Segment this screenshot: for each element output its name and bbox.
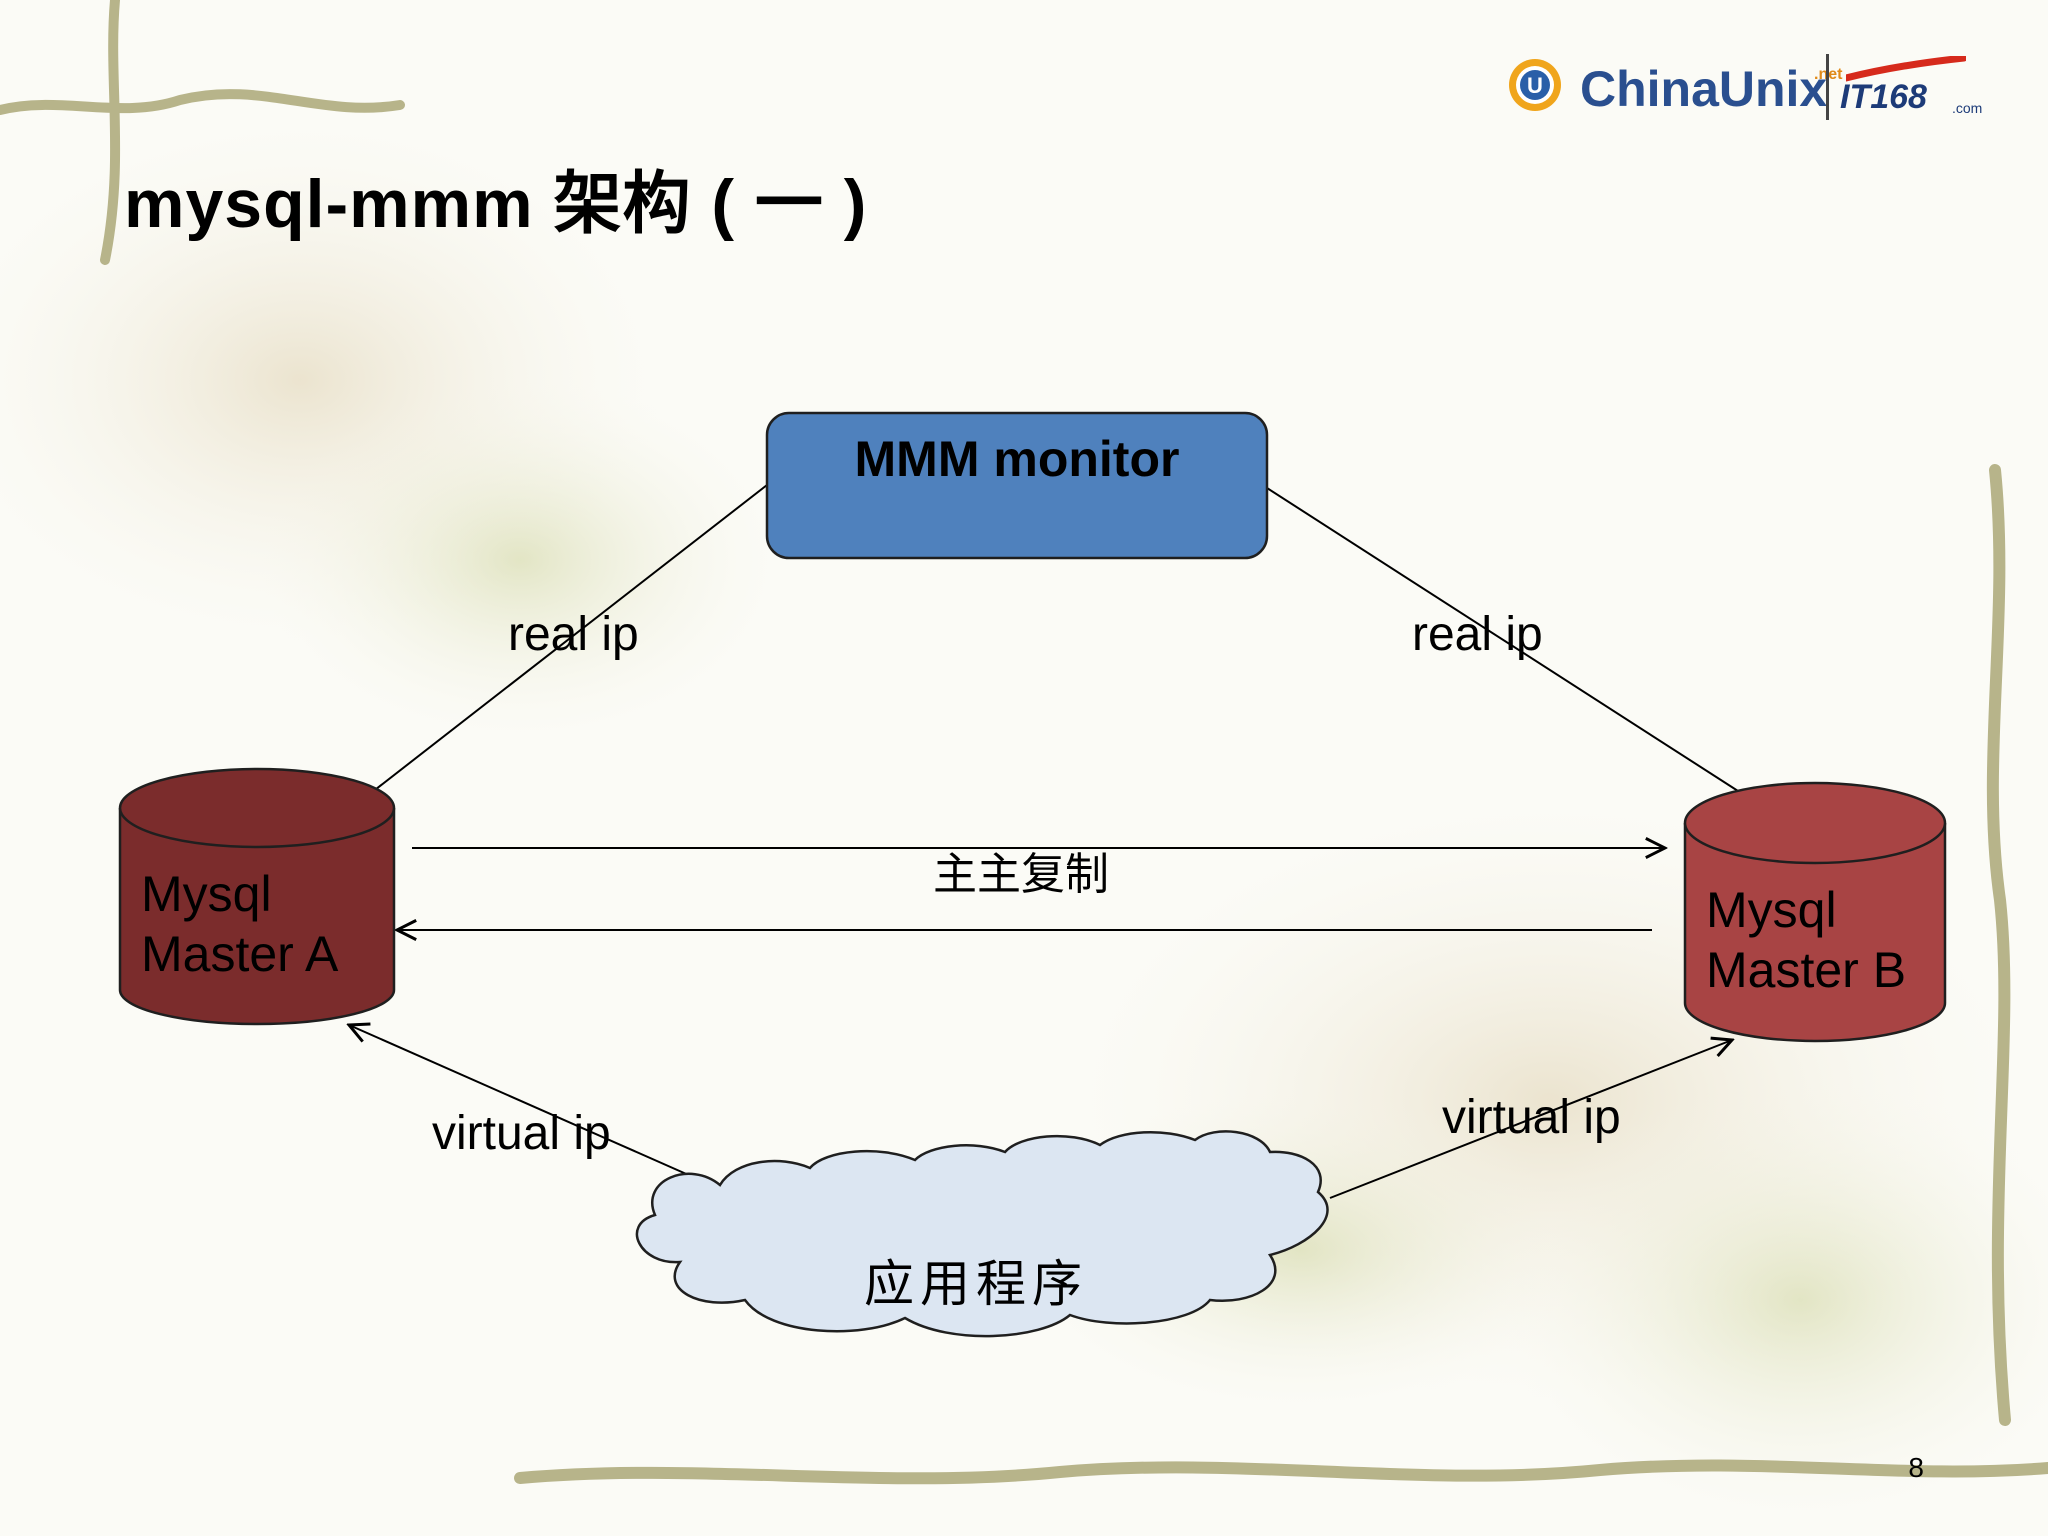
real-ip-right-line — [1266, 487, 1753, 801]
svg-text:U: U — [1527, 73, 1543, 98]
chinaunix-wordmark: ChinaUnix — [1580, 61, 1828, 117]
master-a-label: Mysql Master A — [141, 864, 338, 984]
master-a-label-line1: Mysql — [141, 866, 272, 922]
master-b-label-line1: Mysql — [1706, 882, 1837, 938]
master-b-label: Mysql Master B — [1706, 880, 1906, 1000]
real-ip-left-line — [361, 484, 768, 801]
master-b-label-line2: Master B — [1706, 942, 1907, 998]
application-label: 应用程序 — [864, 1256, 1088, 1312]
virtual-ip-left-arrow — [349, 1025, 719, 1189]
real-ip-right-label: real ip — [1412, 608, 1543, 661]
master-a-label-line2: Master A — [141, 926, 339, 982]
replication-label: 主主复制 — [933, 850, 1109, 899]
master-a-cylinder — [118, 767, 396, 1026]
real-ip-left-label: real ip — [508, 608, 639, 661]
it168-swoosh — [1846, 56, 1966, 82]
virtual-ip-left-label: virtual ip — [432, 1107, 611, 1160]
brand-logo: U ChinaUnix .net IT168 .com — [1506, 54, 2006, 134]
it168-com-suffix: .com — [1952, 100, 1983, 116]
logo-divider — [1826, 54, 1829, 120]
master-b-cylinder — [1683, 781, 1947, 1043]
page-title: mysql-mmm 架构 ( 一 ) — [124, 166, 868, 242]
it168-wordmark: IT168 — [1840, 78, 1927, 116]
mmm-monitor-box — [765, 411, 1269, 560]
page-number: 8 — [1908, 1452, 1924, 1483]
mmm-monitor-label: MMM monitor — [854, 431, 1180, 487]
chinaunix-icon: U — [1509, 59, 1561, 111]
virtual-ip-right-label: virtual ip — [1442, 1091, 1621, 1144]
virtual-ip-right-arrow — [1329, 1040, 1732, 1199]
application-cloud — [635, 1130, 1329, 1338]
